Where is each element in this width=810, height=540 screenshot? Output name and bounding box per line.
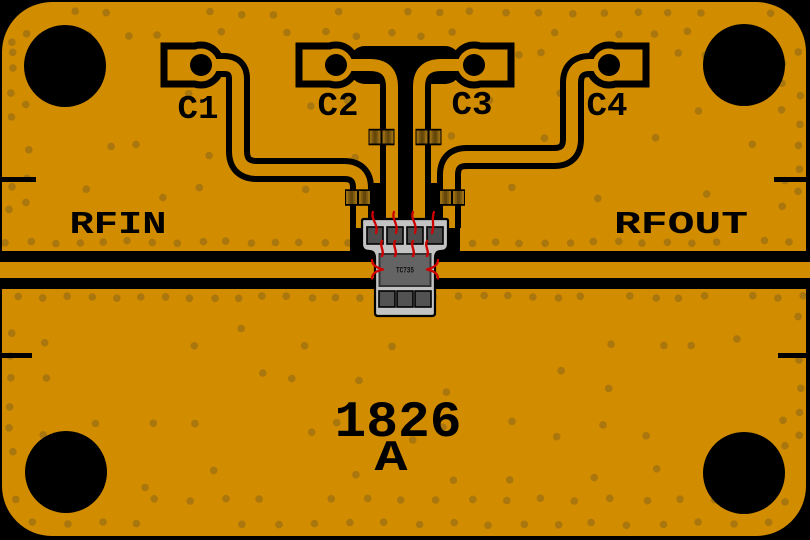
svg-text:RFIN: RFIN <box>70 208 167 243</box>
svg-text:C3: C3 <box>452 87 493 124</box>
svg-text:TC735: TC735 <box>396 267 414 276</box>
svg-text:C4: C4 <box>587 88 628 125</box>
svg-text:RFOUT: RFOUT <box>614 208 748 243</box>
svg-text:A: A <box>375 434 409 484</box>
svg-text:C1: C1 <box>178 91 219 128</box>
svg-text:1826: 1826 <box>335 395 462 452</box>
svg-text:C2: C2 <box>318 88 359 125</box>
